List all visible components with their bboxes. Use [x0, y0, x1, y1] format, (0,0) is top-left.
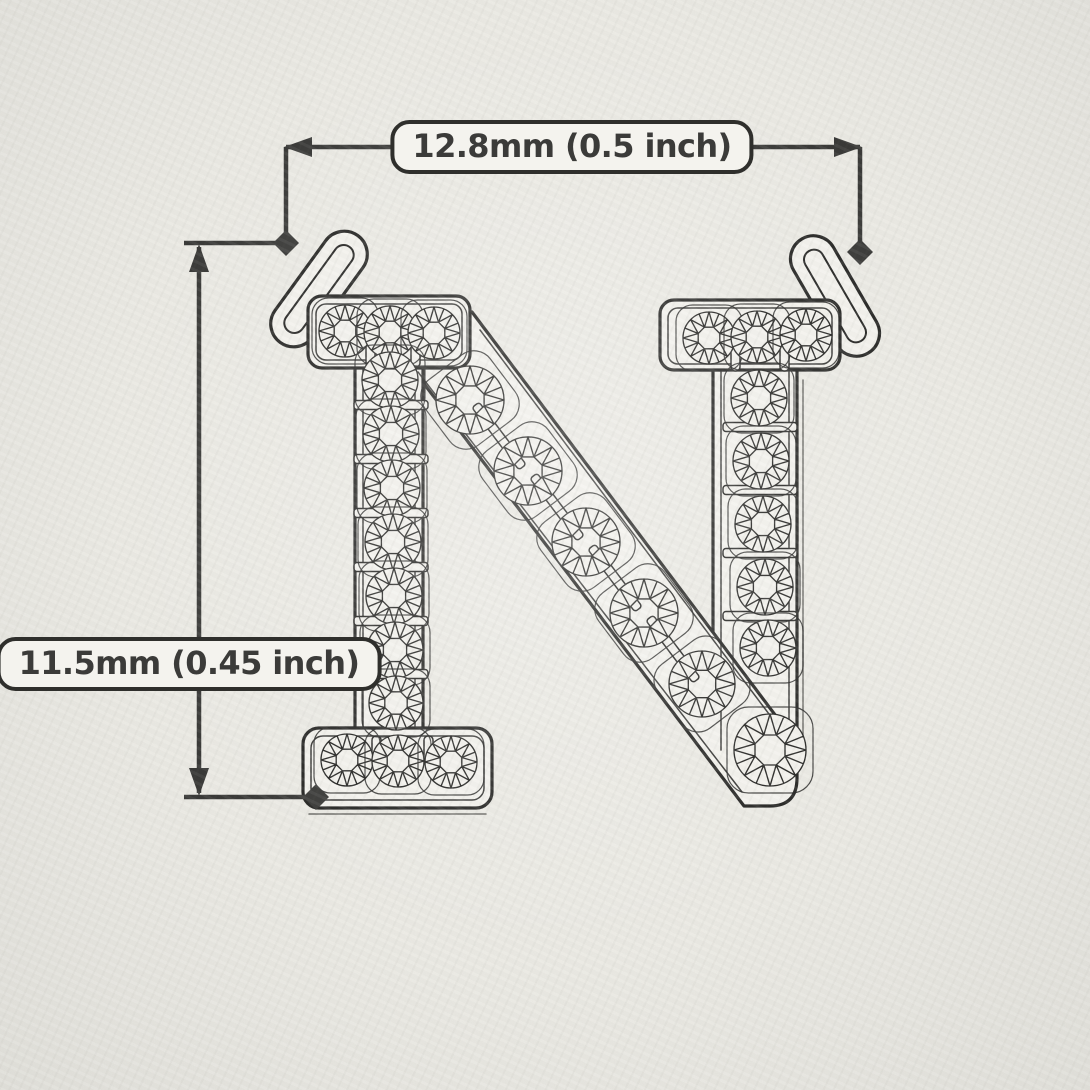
diamond-stone-icon — [726, 706, 814, 794]
diamond-stone-icon — [417, 728, 485, 796]
corner-marker-top-right — [847, 239, 873, 265]
width-dimension-label: 12.8mm (0.5 inch) — [390, 120, 754, 174]
arrow-up-icon — [189, 244, 209, 272]
diamond-stone-icon — [420, 350, 520, 450]
height-dimension-label: 11.5mm (0.45 inch) — [0, 637, 382, 691]
corner-marker-top-left — [273, 230, 299, 256]
diamonds — [311, 297, 840, 796]
arrow-right-icon — [834, 137, 862, 157]
arrow-down-icon — [189, 768, 209, 796]
arrow-left-icon — [284, 137, 312, 157]
diamond-stone-icon — [727, 488, 799, 560]
diamond-stone-icon — [311, 297, 379, 365]
diamond-stone-icon — [400, 299, 468, 367]
diamond-stone-icon — [536, 492, 636, 592]
diamond-stone-icon — [653, 635, 751, 733]
diamond-stone-icon — [594, 563, 694, 663]
diamond-stone-icon — [356, 452, 428, 524]
diamond-stone-icon — [358, 560, 430, 632]
diamond-stone-icon — [723, 362, 795, 434]
corner-marker-bottom-left — [303, 784, 329, 810]
diamond-stone-icon — [772, 301, 840, 369]
height-dimension — [184, 230, 329, 810]
diamond-stone-icon — [478, 421, 578, 521]
diamond-stone-icon — [732, 612, 804, 684]
diamond-stone-icon — [675, 304, 743, 372]
